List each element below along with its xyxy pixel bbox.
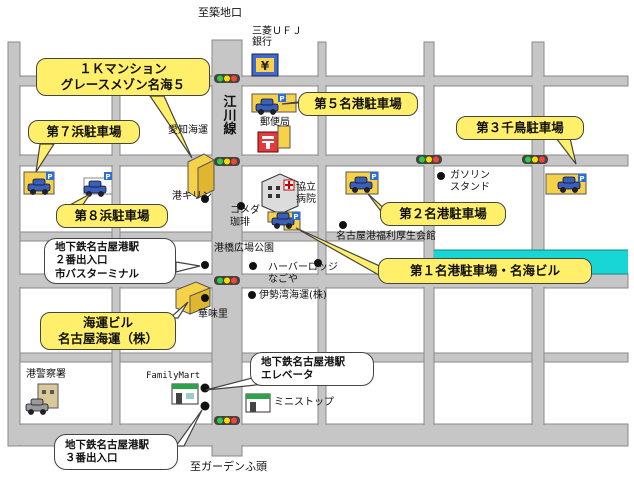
traffic-light-icon bbox=[214, 276, 240, 285]
street-label-egawa: 江川線 bbox=[223, 95, 237, 138]
poi-marker-dot bbox=[248, 291, 256, 299]
familymart-store-icon bbox=[171, 383, 199, 405]
mansion-building-icon bbox=[187, 153, 215, 199]
car-icon bbox=[25, 398, 49, 415]
svg-text:¥: ¥ bbox=[261, 59, 270, 73]
callout-subway-elevator[interactable]: 地下鉄名古屋港駅 エレベータ bbox=[250, 352, 374, 386]
parking-sign-icon: P bbox=[46, 172, 54, 181]
car-icon bbox=[349, 176, 373, 193]
minatobashi-park-label: 港橋広場公園 bbox=[214, 243, 274, 254]
car-icon bbox=[27, 178, 51, 195]
kamiri-label: 華味里 bbox=[198, 309, 228, 320]
callout-subway-exit-3[interactable]: 地下鉄名古屋港駅 ３番出入口 bbox=[54, 434, 178, 470]
parking-sign-icon: P bbox=[292, 212, 300, 221]
bank-label: 三菱ＵＦＪ 銀行 bbox=[252, 26, 302, 48]
svg-text:P: P bbox=[293, 213, 298, 221]
hospital-label: 協立 病院 bbox=[296, 182, 316, 205]
subway-exit-marker bbox=[200, 383, 210, 393]
hospital-building-icon bbox=[261, 173, 299, 215]
callout-parking-5[interactable]: 第５名港駐車場 bbox=[298, 92, 418, 116]
police-label: 港警察署 bbox=[26, 369, 66, 380]
poi-marker-dot bbox=[249, 262, 257, 270]
direction-north-label: 至築地口 bbox=[198, 6, 242, 19]
car-icon bbox=[255, 98, 279, 115]
minato-kirin-label: 港キリン bbox=[172, 191, 212, 202]
car-icon bbox=[83, 180, 107, 197]
poi-marker-dot bbox=[437, 172, 445, 180]
car-icon bbox=[271, 212, 295, 229]
parking-signs: P P P P P P bbox=[46, 94, 586, 221]
welfare-hall-label: 名古屋港福利厚生会館 bbox=[336, 231, 436, 242]
poi-marker-dot bbox=[339, 221, 347, 229]
road-v-6 bbox=[531, 41, 545, 437]
parking-sign-icon: P bbox=[578, 174, 586, 183]
subway-exit-marker bbox=[200, 401, 210, 411]
car-icon bbox=[557, 176, 581, 193]
ministop-label: ミニストップ bbox=[274, 397, 334, 408]
traffic-light-icon bbox=[214, 416, 240, 425]
isewan-label: 伊勢湾海運(株) bbox=[259, 290, 327, 301]
poi-marker-dot bbox=[237, 202, 245, 210]
callout-parking-1[interactable]: 第１名港駐車場・名海ビル bbox=[378, 258, 592, 284]
svg-text:P: P bbox=[579, 175, 584, 183]
direction-south-label: 至ガーデンふ頭 bbox=[190, 460, 267, 473]
callout-parking-7[interactable]: 第７浜駐車場 bbox=[28, 120, 140, 144]
post-office-label: 郵便局 bbox=[260, 117, 290, 128]
poi-marker-dot bbox=[201, 294, 209, 302]
svg-text:P: P bbox=[371, 173, 376, 181]
callout-pointers bbox=[35, 95, 577, 280]
traffic-signals bbox=[214, 74, 548, 425]
callout-subway-exit-2[interactable]: 地下鉄名古屋港駅 ２番出入口 市バスターミナル bbox=[44, 238, 176, 284]
callout-kaiun-building[interactable]: 海運ビル 名古屋海運（株） bbox=[40, 312, 176, 350]
familymart-label: FamilyMart bbox=[146, 371, 201, 381]
poi-marker-dot bbox=[201, 261, 209, 269]
parking-lot-shape bbox=[277, 125, 291, 149]
traffic-light-icon bbox=[214, 157, 240, 166]
callout-1k-mansion[interactable]: １Ｋマンション グレースメゾン名海５ bbox=[36, 58, 210, 96]
car-icons bbox=[25, 98, 581, 415]
callout-pointers-white bbox=[168, 261, 268, 447]
poi-marker-dot bbox=[201, 195, 209, 203]
callout-parking-8[interactable]: 第８浜駐車場 bbox=[56, 204, 168, 228]
callout-parking-3[interactable]: 第３千鳥駐車場 bbox=[456, 116, 584, 140]
harbor-lodge-label: ハーバーロッジ なごや bbox=[268, 262, 338, 285]
traffic-light-icon bbox=[522, 155, 548, 164]
bank-icon: ¥ bbox=[251, 53, 279, 77]
traffic-light-icon bbox=[416, 155, 442, 164]
svg-text:P: P bbox=[105, 173, 110, 181]
parking-sign-icon: P bbox=[370, 172, 378, 181]
ministop-store-icon bbox=[245, 393, 271, 413]
traffic-light-icon bbox=[214, 74, 240, 83]
kaiun-building-icon bbox=[175, 281, 211, 315]
svg-text:P: P bbox=[47, 173, 52, 181]
callout-parking-2[interactable]: 第２名港駐車場 bbox=[380, 202, 506, 226]
parking-sign-icon: P bbox=[278, 94, 286, 103]
poi-marker-dot bbox=[314, 259, 322, 267]
aichi-kaiun-label: 愛知海運 bbox=[168, 125, 208, 136]
svg-text:P: P bbox=[279, 95, 284, 103]
gas-station-label: ガソリン スタンド bbox=[450, 170, 490, 193]
parking-sign-icon: P bbox=[104, 172, 112, 181]
post-office-icon bbox=[257, 131, 279, 153]
komeda-label: コメダ 珈琲 bbox=[230, 205, 260, 228]
